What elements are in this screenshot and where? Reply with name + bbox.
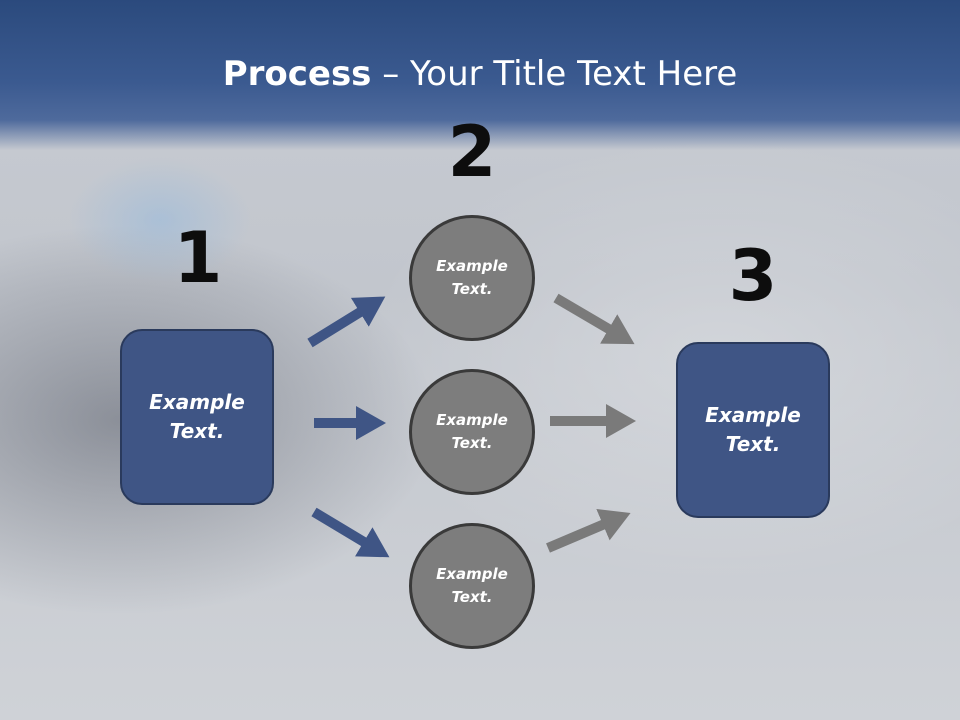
end-box-text: Example Text.	[705, 403, 801, 456]
title-banner	[0, 0, 960, 150]
circle-middle: Example Text.	[409, 369, 535, 495]
start-box: Example Text.	[120, 329, 274, 505]
step-number-1: 1	[173, 217, 223, 299]
arrow-from-top-circle	[553, 293, 635, 345]
title-rest: – Your Title Text Here	[371, 54, 738, 94]
circle-bottom-text: Example Text.	[436, 565, 508, 606]
circle-bottom: Example Text.	[409, 523, 535, 649]
step-number-2: 2	[447, 111, 497, 193]
circle-top-text: Example Text.	[436, 257, 508, 298]
title-bold: Process	[222, 54, 372, 94]
arrow-to-bottom-circle	[311, 507, 390, 558]
start-box-text: Example Text.	[149, 390, 245, 443]
circle-top: Example Text.	[409, 215, 535, 341]
arrow-to-top-circle	[307, 296, 386, 348]
arrow-from-bottom-circle	[546, 509, 631, 553]
end-box: Example Text.	[676, 342, 830, 518]
step-number-3: 3	[728, 235, 778, 317]
circle-middle-text: Example Text.	[436, 411, 508, 452]
slide-title: Process – Your Title Text Here	[0, 52, 960, 96]
